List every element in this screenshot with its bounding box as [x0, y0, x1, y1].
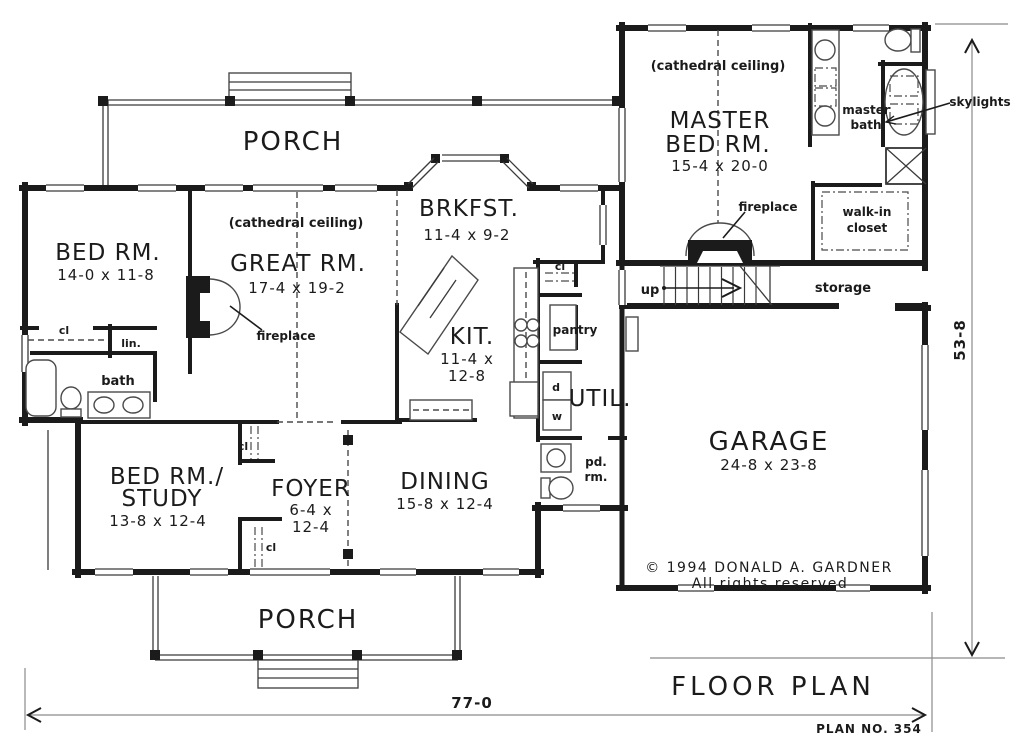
porch-post	[98, 96, 108, 106]
label-utility: UTIL.	[569, 386, 632, 412]
burner	[526, 318, 540, 332]
leader-lines	[229, 102, 951, 331]
label-kitchen-size2: 12-8	[448, 367, 486, 385]
washer-box	[542, 399, 572, 431]
label-master-bath1: master	[842, 103, 890, 117]
dim-overall-width: 77-0	[451, 694, 493, 712]
burner	[514, 318, 528, 332]
porch-post	[452, 650, 462, 660]
range	[509, 381, 539, 417]
door-leaf	[625, 316, 639, 352]
plan-number: PLAN NO. 354	[816, 722, 922, 736]
label-study-name2: STUDY	[122, 486, 203, 512]
porch-post	[343, 435, 353, 445]
label-dryer: d	[552, 381, 560, 394]
label-linen: lin.	[121, 337, 141, 350]
burner	[514, 334, 528, 348]
label-foyer-name: FOYER	[271, 476, 351, 502]
label-fireplace-great: fireplace	[256, 329, 315, 343]
master-toilet	[884, 28, 912, 52]
toilet	[60, 386, 82, 410]
bay-window	[407, 157, 534, 189]
dim-overall-depth: 53-8	[951, 319, 969, 361]
label-skylights: skylights	[949, 95, 1010, 109]
label-kitchen-size1: 11-4 x	[440, 350, 494, 368]
label-storage: storage	[815, 281, 871, 296]
window-glyphs	[20, 23, 930, 593]
porch-posts	[98, 96, 622, 660]
porch-railings	[47, 72, 618, 689]
label-fireplace-master: fireplace	[738, 200, 797, 214]
label-study-name1: BED RM./	[110, 464, 224, 490]
shower	[885, 147, 927, 185]
label-closet-walkin1: walk-in	[843, 205, 892, 219]
label-master-name2: BED RM.	[665, 132, 770, 158]
label-master-name1: MASTER	[670, 108, 771, 134]
porch-post	[150, 650, 160, 660]
label-closet-foyer2: cl	[266, 541, 276, 554]
label-pd1: pd.	[585, 455, 607, 469]
label-great-room-size: 17-4 x 19-2	[248, 279, 346, 297]
copyright-line2: All rights reserved	[692, 576, 848, 592]
label-closet-foyer1: cl	[238, 440, 248, 453]
label-garage-size: 24-8 x 23-8	[720, 456, 818, 474]
stairs	[660, 265, 780, 306]
page-title: FLOOR PLAN	[671, 672, 875, 702]
labels: PORCH PORCH BED RM. 14-0 x 11-8 (cathedr…	[55, 59, 1010, 736]
label-porch-top: PORCH	[243, 127, 344, 157]
label-breakfast-size: 11-4 x 9-2	[424, 226, 511, 244]
label-kitchen-name: KIT.	[450, 324, 495, 350]
label-bedroom-name: BED RM.	[55, 240, 160, 266]
label-great-room-name: GREAT RM.	[230, 251, 366, 277]
label-foyer-size1: 6-4 x	[289, 501, 332, 519]
label-great-room-note: (cathedral ceiling)	[229, 216, 364, 231]
label-pantry: pantry	[553, 323, 598, 337]
label-bath: bath	[101, 374, 135, 389]
label-foyer-size2: 12-4	[292, 518, 330, 536]
label-bedroom-size: 14-0 x 11-8	[57, 266, 155, 284]
dimension-lines	[24, 23, 1008, 732]
master-tub	[884, 68, 924, 136]
hutch	[409, 399, 473, 421]
great-room-fireplace	[186, 276, 241, 338]
skylight-strip	[925, 69, 936, 135]
label-porch-bottom: PORCH	[258, 605, 359, 635]
label-master-note: (cathedral ceiling)	[651, 59, 786, 74]
porch-post	[352, 650, 362, 660]
copyright-line1: © 1994 DONALD A. GARDNER	[645, 560, 893, 576]
label-breakfast-name: BRKFST.	[419, 196, 519, 222]
label-master-bath2: bath	[851, 118, 882, 132]
label-up: up	[641, 283, 660, 298]
porch-post	[612, 96, 622, 106]
porch-post	[343, 549, 353, 559]
label-pd2: rm.	[585, 470, 608, 484]
burner	[526, 334, 540, 348]
porch-post	[345, 96, 355, 106]
pd-toilet	[548, 476, 574, 500]
porch-post	[253, 650, 263, 660]
pantry-shelf	[549, 304, 577, 351]
label-dining-name: DINING	[400, 469, 490, 495]
porch-post	[225, 96, 235, 106]
label-garage-name: GARAGE	[709, 427, 830, 457]
porch-post	[472, 96, 482, 106]
label-washer: w	[552, 410, 562, 423]
master-fireplace	[685, 222, 755, 263]
bathtub	[25, 359, 57, 417]
label-closet-kitchen: cl	[555, 260, 565, 273]
label-closet-walkin2: closet	[847, 221, 888, 235]
label-closet-bedroom: cl	[59, 324, 69, 337]
fixtures	[25, 28, 936, 500]
dashed-lines	[28, 30, 909, 570]
label-master-size: 15-4 x 20-0	[671, 157, 769, 175]
label-dining-size: 15-8 x 12-4	[396, 495, 494, 513]
label-study-size: 13-8 x 12-4	[109, 512, 207, 530]
